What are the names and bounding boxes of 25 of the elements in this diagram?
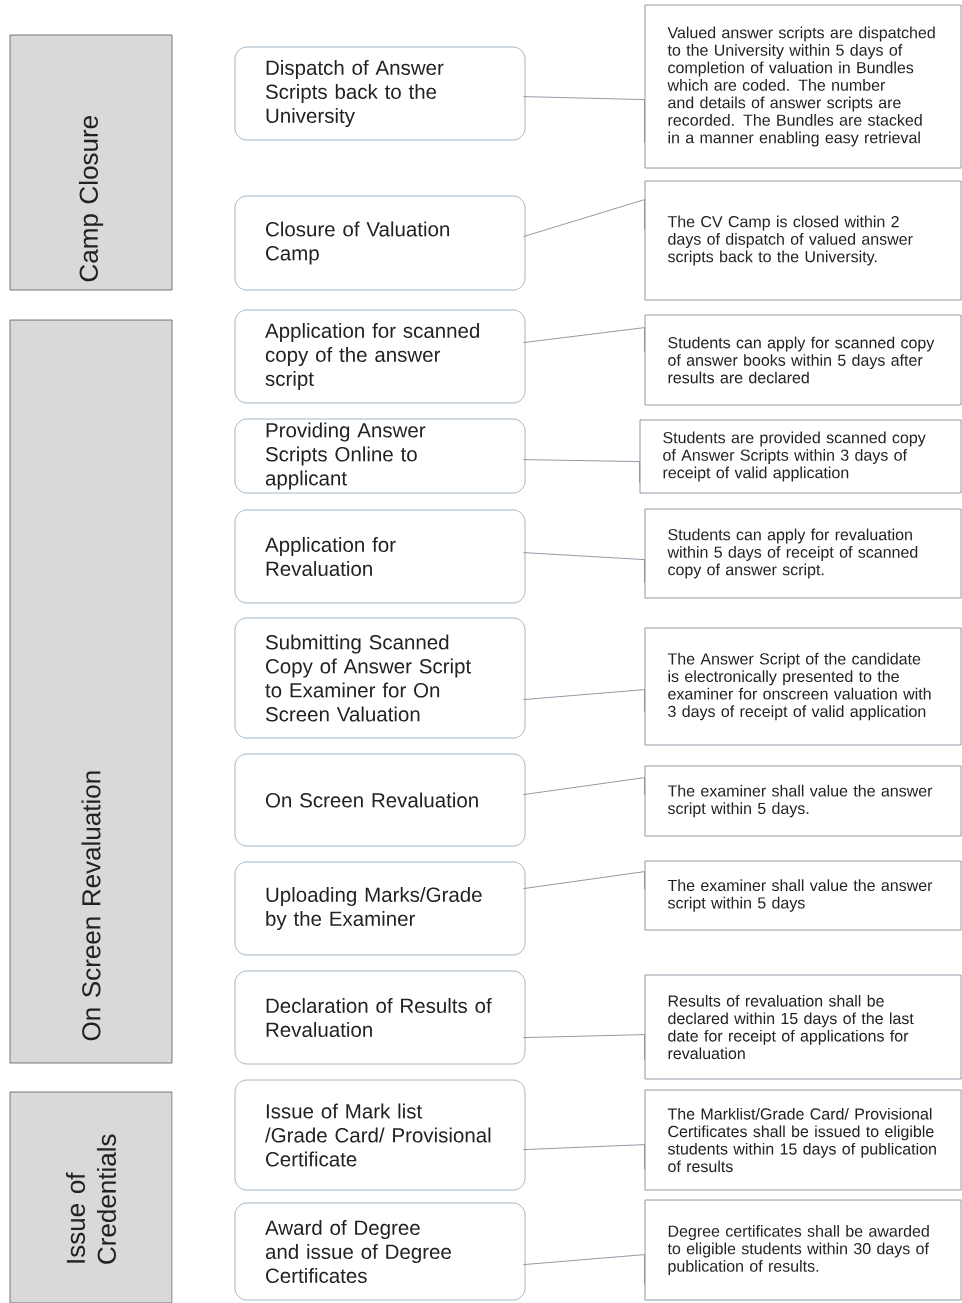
callout-box: The examiner shall value the answer script within 5 days. <box>644 765 962 837</box>
callout-box: The Marklist/Grade Card/ Provisional Certificates shall be issued to eligible students within 15 days of publication of results <box>644 1089 962 1191</box>
phase-band: Issue of Credentials <box>9 1091 173 1303</box>
callout-box: Students are provided scanned copy of Answer Scripts within 3 days of receipt of valid application <box>639 419 962 494</box>
callout-box: The examiner shall value the answer script within 5 days <box>644 860 962 931</box>
process-box: Providing Answer Scripts Online to applicant <box>234 418 526 494</box>
callout-box: Students can apply for revaluation within 5 days of receipt of scanned copy of answer script. <box>644 508 962 599</box>
process-box: On Screen Revaluation <box>234 753 526 847</box>
callout-box: The Answer Script of the candidate is electronically presented to the examiner for onscreen valuation with 3 days of receipt of valid application <box>644 627 962 746</box>
process-box: Declaration of Results of Revaluation <box>234 970 526 1065</box>
process-box: Closure of Valuation Camp <box>234 195 526 291</box>
process-box: Issue of Mark list /Grade Card/ Provisional Certificate <box>234 1079 526 1191</box>
callout-box: The CV Camp is closed within 2 days of dispatch of valued answer scripts back to the University. <box>644 180 962 301</box>
process-box: Application for Revaluation <box>234 509 526 604</box>
callout-box: Results of revaluation shall be declared within 15 days of the last date for receipt of applications for revaluation <box>644 974 962 1080</box>
callout-box: Degree certificates shall be awarded to eligible students within 30 days of publication of results. <box>644 1199 962 1301</box>
phase-band: On Screen Revaluation <box>9 319 173 1064</box>
process-box: Uploading Marks/Grade by the Examiner <box>234 861 526 956</box>
process-box: Dispatch of Answer Scripts back to the University <box>234 46 526 141</box>
callout-box: Students can apply for scanned copy of answer books within 5 days after results are declared <box>644 314 962 406</box>
process-box: Submitting Scanned Copy of Answer Script to Examiner for On Screen Valuation <box>234 617 526 739</box>
callout-box: Valued answer scripts are dispatched to the University within 5 days of completion of valuation in Bundles which are coded. The number and details of answer scripts are recorded. The Bundles are stacked in a manner enabling easy retrieval <box>644 4 962 169</box>
process-box: Award of Degree and issue of Degree Certificates <box>234 1202 526 1301</box>
phase-band: Camp Closure <box>9 34 173 291</box>
process-box: Application for scanned copy of the answer script <box>234 309 526 404</box>
